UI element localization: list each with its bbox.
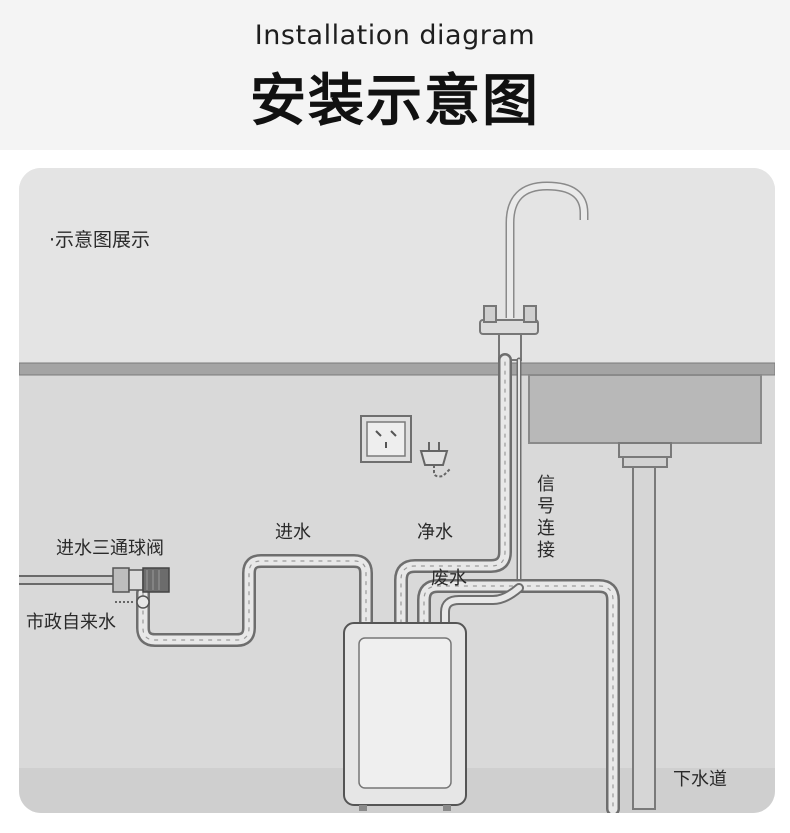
countertop [19,362,775,376]
label-inlet-water: 进水 [275,522,311,543]
header: Installation diagram 安装示意图 [0,0,790,150]
water-pipes [19,353,620,813]
installation-diagram: ·示意图展示 进水三通球阀 市政自来水 进水 净水 废水 信号连接 下水道 [19,168,775,813]
upper-wall [19,168,775,363]
title-english: Installation diagram [254,20,536,51]
label-municipal-water: 市政自来水 [26,612,116,633]
sink-icon [528,374,762,468]
title-chinese: 安装示意图 [250,69,540,134]
power-plug-icon [419,442,452,478]
label-pure-water: 净水 [417,522,453,543]
diagram-graphic [19,168,775,813]
label-signal-connection: 信号连接 [537,474,555,561]
label-drain: 下水道 [673,769,727,790]
label-ball-valve: 进水三通球阀 [56,538,164,559]
drain-pipe [632,466,656,810]
ball-valve-icon [112,567,170,609]
section-label: ·示意图展示 [49,229,151,251]
wall-socket-icon [360,415,412,463]
label-waste-water: 废水 [431,568,467,589]
purifier-icon [343,622,467,811]
